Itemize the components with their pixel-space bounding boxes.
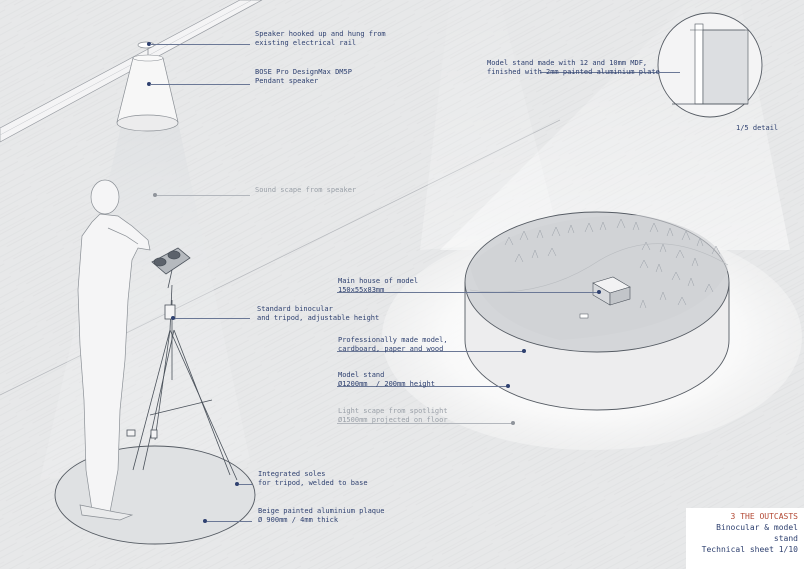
soles-leader: [239, 484, 252, 485]
sound-scape-leader: [157, 195, 250, 196]
model-stand-material-leader: [540, 72, 680, 73]
sheet-page: 1/10: [778, 545, 798, 554]
speaker-hook-label: Speaker hooked up and hung from existing…: [255, 30, 386, 47]
project-name: THE OUTCASTS: [740, 512, 798, 521]
main-house-leader: [337, 292, 599, 293]
model-stand-material-label: Model stand made with 12 and 10mm MDF, f…: [487, 59, 660, 76]
spotlight-beam-secondary: [420, 0, 560, 250]
pro-model-leader: [337, 351, 524, 352]
speaker-model-leader: [150, 84, 250, 85]
binocular-leader: [175, 318, 250, 319]
sheet-prefix: Technical sheet: [701, 545, 779, 554]
light-scape-label: Light scape from spotlight Ø1500mm proje…: [338, 407, 448, 424]
model-stand-dims-leader: [337, 386, 507, 387]
speaker-hook-leader: [150, 44, 250, 45]
title-line: 3 THE OUTCASTS: [686, 508, 804, 522]
speaker-model-marker: [147, 82, 151, 86]
model-stand: [464, 211, 730, 411]
main-house-label: Main house of model 150x55x83mm: [338, 277, 419, 294]
light-scape-leader: [337, 423, 512, 424]
model-stand-dims-marker: [506, 384, 510, 388]
detail-scale-label: 1/5 detail: [736, 124, 779, 132]
title-block: 3 THE OUTCASTS Binocular & model stand T…: [686, 508, 804, 569]
plaque-leader: [207, 521, 252, 522]
model-stand-dims-label: Model stand Ø1200mm / 200mm height: [338, 371, 435, 388]
sound-scape-label: Sound scape from speaker: [255, 186, 357, 194]
soles-marker: [235, 482, 239, 486]
speaker-hook-marker: [147, 42, 151, 46]
plaque-label: Beige painted aluminium plaque Ø 900mm /…: [258, 507, 385, 524]
plaque-marker: [203, 519, 207, 523]
base-plaque: [54, 445, 256, 545]
main-house-marker: [597, 290, 601, 294]
tripod: [126, 284, 238, 481]
binocular-label: Standard binocular and tripod, adjustabl…: [257, 305, 380, 322]
sheet-number-line: Technical sheet 1/10: [686, 544, 804, 555]
person-figure: [77, 179, 151, 521]
light-scape-marker: [511, 421, 515, 425]
soles-label: Integrated soles for tripod, welded to b…: [258, 470, 368, 487]
sound-scape-marker: [153, 193, 157, 197]
sheet-title-line1: Binocular & model: [716, 523, 798, 532]
binocular: [151, 247, 191, 289]
pro-model-marker: [522, 349, 526, 353]
speaker-model-label: BOSE Pro DesignMax DM5P Pendant speaker: [255, 68, 352, 85]
pendant-speaker: [116, 41, 179, 132]
binocular-marker: [171, 316, 175, 320]
sheet-title-line2: stand: [773, 534, 798, 543]
pro-model-label: Professionally made model, cardboard, pa…: [338, 336, 448, 353]
model-house: [579, 276, 631, 319]
detail-circle: [657, 12, 763, 118]
project-number: 3: [730, 512, 736, 521]
